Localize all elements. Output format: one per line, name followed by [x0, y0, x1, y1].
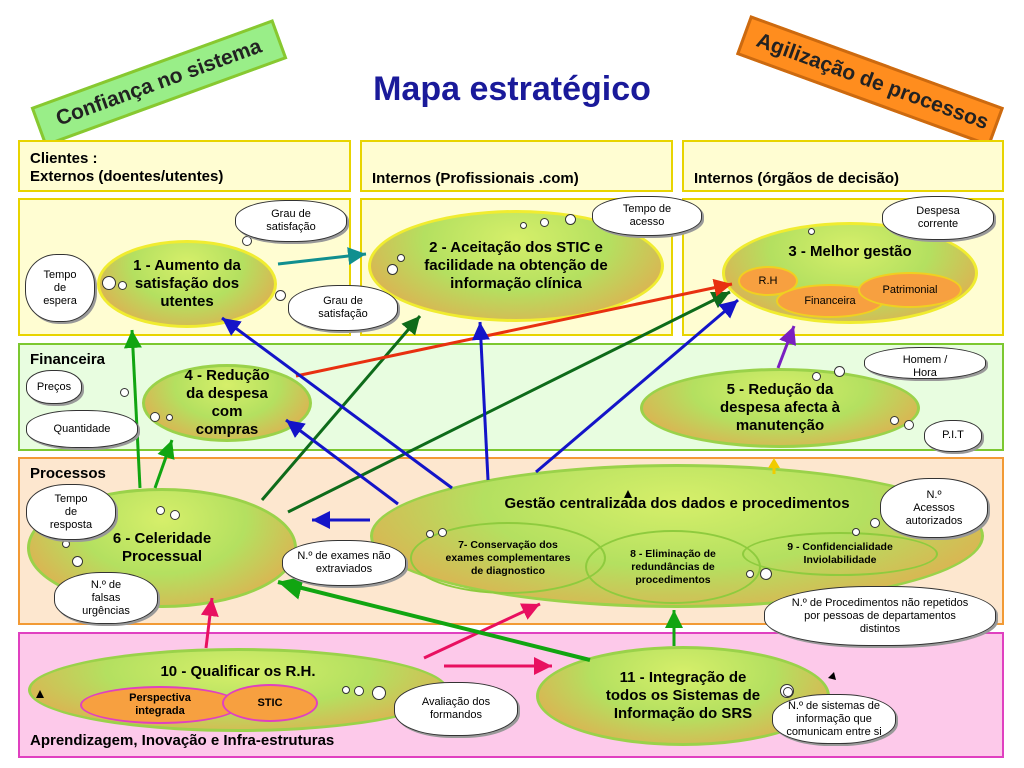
bubble-dot [62, 540, 70, 548]
bubble-dot [72, 556, 83, 567]
objective-4: 4 - Redução da despesa com compras [142, 364, 312, 442]
sub-stic: STIC [222, 684, 318, 722]
gestao-centralizada-label: Gestão centralizada dos dados e procedim… [504, 495, 850, 512]
arrow-11-6 [277, 576, 591, 662]
arrow-g-2 [471, 321, 490, 481]
cloud-grau-satisfacao-2: Grau de satisfação [288, 285, 398, 331]
cloud-tempo-acesso: Tempo de acesso [592, 196, 702, 236]
small-triangle-2 [36, 690, 44, 698]
financeira-label: Financeira [30, 351, 106, 368]
bubble-dot [275, 290, 286, 301]
bubble-dot [852, 528, 860, 536]
bubble-dot [870, 518, 880, 528]
arrow-g-1 [221, 316, 453, 490]
cloud-avaliacao: Avaliação dos formandos [394, 682, 518, 736]
bubble-dot [102, 276, 116, 290]
cloud-falsas-urgencias: N.º de falsas urgências [54, 572, 158, 624]
bubble-dot [372, 686, 386, 700]
aprendizagem-label: Aprendizagem, Inovação e Infra-estrutura… [30, 732, 335, 749]
cloud-homem-hora: Homem / Hora [864, 347, 986, 379]
arrow-g-3 [535, 298, 739, 474]
cloud-quantidade: Quantidade [26, 410, 138, 448]
bubble-dot [242, 236, 252, 246]
cloud-precos: Preços [26, 370, 82, 404]
arrow-5-3 [776, 325, 797, 369]
objective-1: 1 - Aumento da satisfação dos utentes [97, 240, 277, 328]
bubble-dot [834, 366, 845, 377]
bubble-dot [904, 420, 914, 430]
bubble-dot [565, 214, 576, 225]
bubble-dot [783, 687, 793, 697]
cloud-acessos: N.º Acessos autorizados [880, 478, 988, 538]
bubble-dot [150, 412, 160, 422]
page-title: Mapa estratégico [373, 70, 651, 108]
clientes-label: Clientes : [30, 150, 98, 167]
arrow-6-4 [153, 439, 175, 489]
cloud-sistemas: N.º de sistemas de informação que comuni… [772, 694, 896, 744]
bubble-dot [812, 372, 821, 381]
bubble-dot [760, 568, 772, 580]
internos-prof-label: Internos (Profissionais .com) [372, 170, 579, 187]
internos-org-header: Internos (órgãos de decisão) [682, 140, 1004, 192]
arrow-4-3 [295, 278, 733, 378]
bubble-dot [890, 416, 899, 425]
arrow-g-4 [285, 418, 399, 506]
bubble-dot [354, 686, 364, 696]
bubble-dot [397, 254, 405, 262]
bubble-dot [387, 264, 398, 275]
arrow-1-2 [277, 247, 367, 266]
bubble-dot [746, 570, 754, 578]
internos-prof-header: Internos (Profissionais .com) [360, 140, 673, 192]
processos-label: Processos [30, 465, 106, 482]
small-triangle-3 [828, 672, 836, 680]
bubble-dot [438, 528, 447, 537]
internos-org-label: Internos (órgãos de decisão) [694, 170, 900, 187]
sub-perspectiva: Perspectiva integrada [80, 686, 240, 724]
objective-10: 10 - Qualificar os R.H. [28, 648, 448, 732]
bubble-dot [520, 222, 527, 229]
arrow-6-1 [123, 329, 142, 489]
bubble-dot [118, 281, 127, 290]
cloud-procedimentos: N.º de Procedimentos não repetidos por p… [764, 586, 996, 646]
bubble-dot [156, 506, 165, 515]
objective-3-label: 3 - Melhor gestão [788, 243, 912, 260]
cloud-exames: N.º de exames não extraviados [282, 540, 406, 586]
bubble-dot [120, 388, 129, 397]
cloud-tempo-resposta: Tempo de resposta [26, 484, 116, 540]
clientes-sublabel: Externos (doentes/utentes) [30, 168, 224, 185]
objective-8: 8 - Eliminação de redundâncias de proced… [585, 530, 761, 604]
bubble-dot [166, 414, 173, 421]
cloud-grau-satisfacao-1: Grau de satisfação [235, 200, 347, 242]
bubble-dot [808, 228, 815, 235]
objective-5: 5 - Redução da despesa afecta à manutenç… [640, 368, 920, 448]
arrow-10-6 [200, 597, 219, 649]
cloud-despesa-corrente: Despesa corrente [882, 196, 994, 240]
cloud-pit: P.I.T [924, 420, 982, 452]
objective-9: 9 - Confidencialidade Inviolabilidade [742, 532, 938, 576]
bubble-dot [170, 510, 180, 520]
bubble-dot [342, 686, 350, 694]
small-triangle-1 [624, 490, 632, 498]
clientes-header: Clientes : Externos (doentes/utentes) [18, 140, 351, 192]
objective-7: 7- Conservação dos exames complementares… [410, 522, 606, 594]
arrow-6-2 [260, 315, 422, 501]
bubble-dot [426, 530, 434, 538]
bubble-dot [540, 218, 549, 227]
sub-patrimonial: Patrimonial [858, 272, 962, 308]
cloud-tempo-espera: Tempo de espera [25, 254, 95, 322]
arrowhead-yellow [768, 458, 780, 468]
objective-10-label: 10 - Qualificar os R.H. [160, 663, 316, 680]
